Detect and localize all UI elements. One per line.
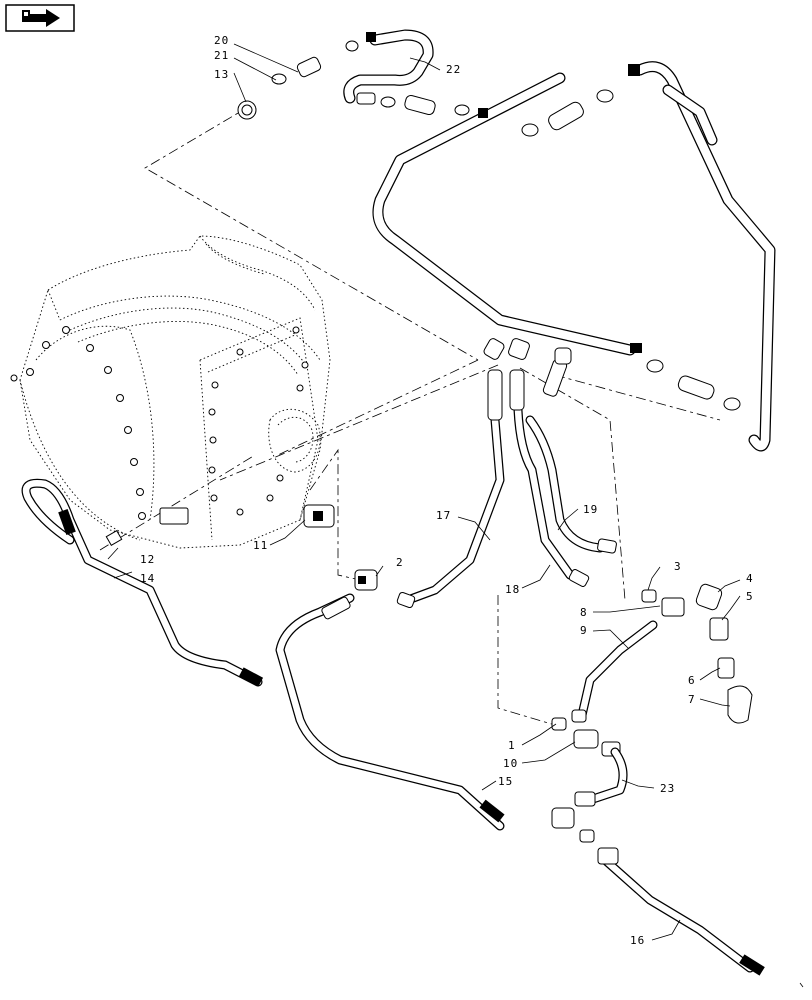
- callout-23: 23: [660, 782, 675, 795]
- hose-17: [403, 338, 505, 605]
- callout-4: 4: [746, 572, 754, 585]
- right-fittings: [551, 583, 753, 757]
- transmission-housing: [19, 235, 331, 549]
- centerline-leaders: [99, 105, 721, 726]
- callout-21: 21: [214, 49, 229, 62]
- upper-tube-assembly: [343, 29, 776, 452]
- callout-3: 3: [674, 560, 682, 573]
- callout-17: 17: [436, 509, 451, 522]
- callout-15: 15: [498, 775, 513, 788]
- callout-11: 11: [253, 539, 268, 552]
- next-page-arrow-icon[interactable]: [5, 4, 75, 32]
- callout-2: 2: [396, 556, 404, 569]
- hose-16: [597, 847, 765, 976]
- callout-13: 13: [214, 68, 229, 81]
- sensor-11: [159, 504, 335, 528]
- callout-6: 6: [688, 674, 696, 687]
- tee-fitting-2: [354, 569, 416, 609]
- callout-20: 20: [214, 34, 229, 47]
- callout-12: 12: [140, 553, 155, 566]
- callout-10: 10: [503, 757, 518, 770]
- callout-8: 8: [580, 606, 588, 619]
- callout-19: 19: [583, 503, 598, 516]
- callout-18: 18: [505, 583, 520, 596]
- callout-1: 1: [508, 739, 516, 752]
- callout-14: 14: [140, 572, 155, 585]
- callout-22: 22: [446, 63, 461, 76]
- hose-23: [551, 747, 628, 843]
- leader-lines: [107, 43, 741, 941]
- callout-5: 5: [746, 590, 754, 603]
- hose-14: [21, 478, 264, 687]
- callout-labels: 20 21 13 22 17 19 18 11 12 14 2 3 4 5 8 …: [140, 34, 754, 947]
- hose-15: [275, 593, 505, 831]
- housing-bolts: [10, 326, 309, 520]
- hoses-18-19: [508, 338, 617, 587]
- upper-fittings: [237, 32, 741, 411]
- callout-9: 9: [580, 624, 588, 637]
- callout-7: 7: [688, 693, 696, 706]
- callout-16: 16: [630, 934, 645, 947]
